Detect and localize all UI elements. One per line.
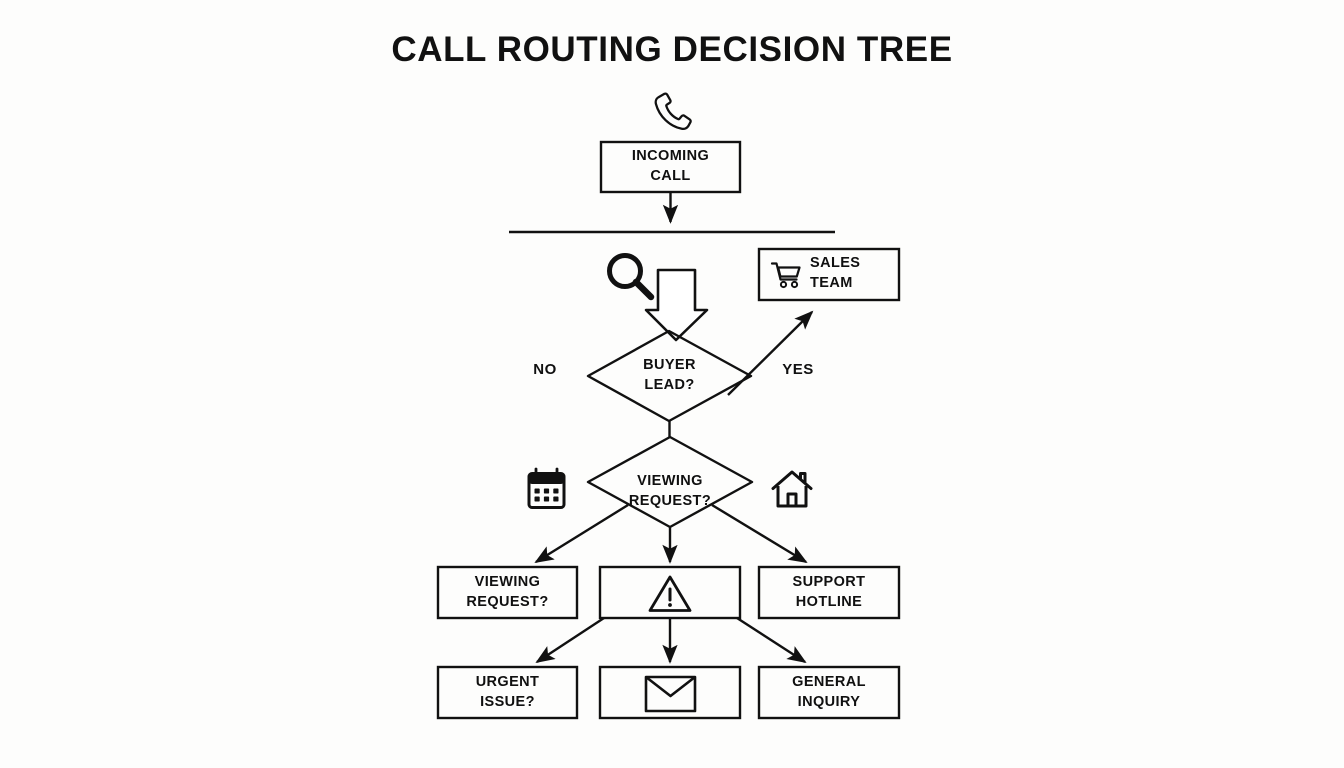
edge-alert-left [535,616,605,664]
edge-label-no: NO [533,361,557,378]
node-sales-team[interactable] [757,247,901,302]
node-incoming-call[interactable] [599,140,742,194]
emphasis-down-arrow-icon [644,268,709,342]
node-general-inquiry[interactable] [757,665,901,720]
warning-triangle-icon [648,575,692,612]
node-mail-box[interactable] [598,665,742,720]
node-viewing-request-box[interactable] [436,565,579,620]
house-icon [771,470,813,508]
page-title: CALL ROUTING DECISION TREE [391,30,953,69]
phone-handset-icon [654,92,692,131]
magnifier-icon [607,253,655,301]
node-urgent-issue[interactable] [436,665,579,720]
node-buyer-lead[interactable] [586,329,753,423]
node-support-hotline[interactable] [757,565,901,620]
edge-viewing-right [711,503,808,564]
edge-viewing-left [534,503,629,564]
calendar-icon [527,467,566,509]
edge-label-yes: YES [782,361,814,378]
envelope-icon [644,675,697,713]
shopping-cart-icon [770,262,801,289]
edge-alert-right [736,616,807,664]
